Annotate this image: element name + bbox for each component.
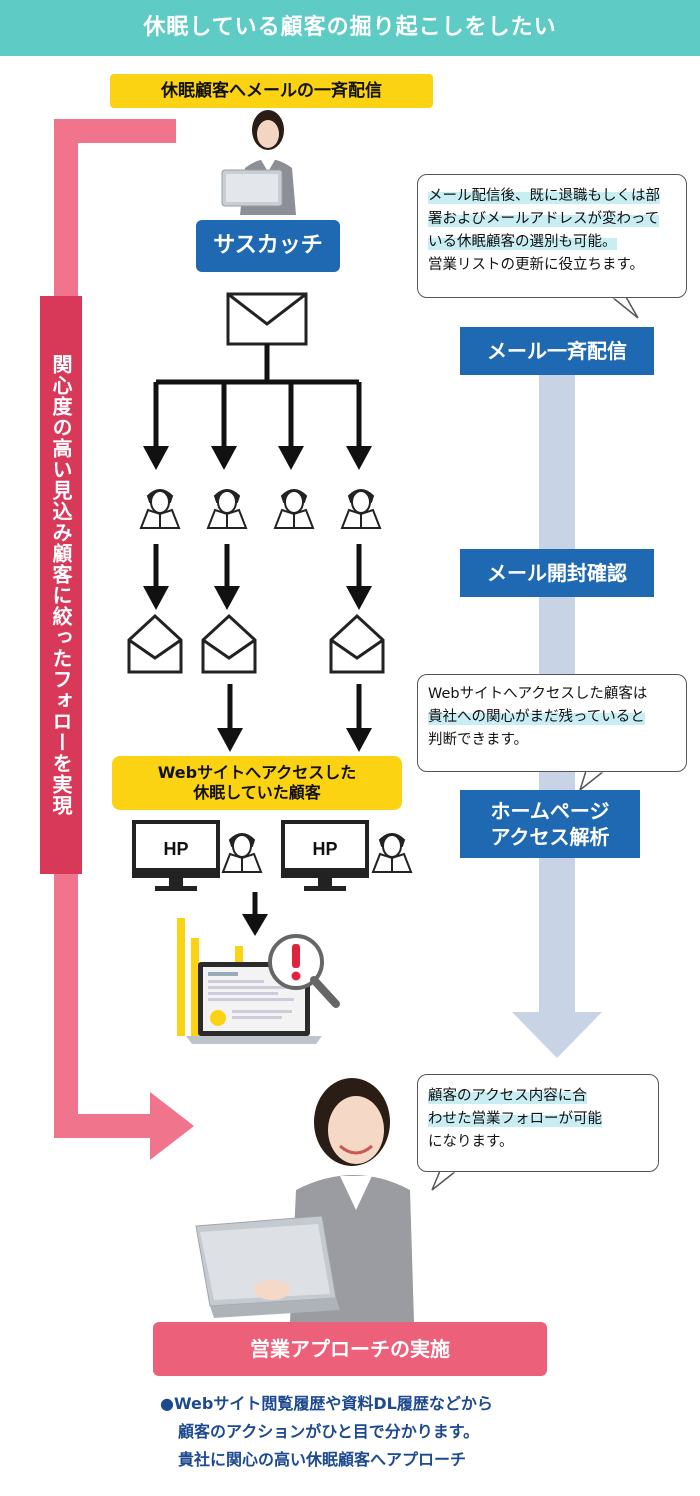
customer-icons-row <box>139 489 382 529</box>
opened-envelope-icon <box>329 613 385 674</box>
hp-monitor-left <box>132 820 220 891</box>
note2-line: 貴社への関心がまだ残っていると <box>428 709 645 725</box>
note1-line: メール配信後、既に退職もしくは部 <box>428 188 660 204</box>
web-badge-line-1: Webサイトへアクセスした <box>157 763 357 782</box>
bottom-line-2: 顧客のアクションがひと目で分かります。 <box>178 1422 480 1441</box>
side-label-bg <box>40 296 82 874</box>
visitor-icon <box>221 833 263 873</box>
opened-envelopes <box>127 613 385 674</box>
hp-monitor-right <box>281 820 369 891</box>
open-arrows <box>153 544 362 588</box>
note2-line: Webサイトへアクセスした顧客は <box>428 686 648 702</box>
sender-person-icon <box>221 110 296 215</box>
sender-badge: サスカッチ <box>196 220 340 272</box>
note3-tail <box>431 1170 459 1191</box>
bottom-line-1: ●Webサイト閲覧履歴や資料DL履歴などから <box>160 1394 493 1413</box>
note3-line: になります。 <box>428 1134 514 1150</box>
opened-envelope-icon <box>127 613 183 674</box>
bottom-line-3: 貴社に関心の高い休眠顧客へアプローチ <box>178 1450 467 1469</box>
distribution-tree <box>153 344 362 448</box>
note1-line: 営業リストの更新に役立ちます。 <box>428 257 645 273</box>
note-sales-follow: 顧客のアクセス内容に合 わせた営業フォローが可能 になります。 <box>417 1074 659 1172</box>
analytics-laptop-icon <box>177 918 340 1044</box>
customer-icon <box>273 489 315 529</box>
mail-broadcast-badge: 休眠顧客へメールの一斉配信 <box>110 74 433 108</box>
step-mail-broadcast: メール一斉配信 <box>460 327 654 375</box>
side-label: 関心度の高い見込み顧客に絞ったフォローを実現 <box>49 354 73 816</box>
customer-icon <box>206 489 248 529</box>
side-flow-arrowhead <box>150 1092 194 1160</box>
visit-arrowheads <box>217 728 372 752</box>
visitor-icons <box>221 833 413 873</box>
note-list-update: メール配信後、既に退職もしくは部 署およびメールアドレスが変わって いる休眠顧客… <box>417 174 687 298</box>
tree-arrowheads <box>143 446 372 470</box>
customer-icon <box>340 489 382 529</box>
page-title: 休眠している顧客の掘り起こしをしたい <box>143 15 557 40</box>
visitor-icon <box>371 833 413 873</box>
customer-icon <box>139 489 181 529</box>
bottom-description: ●Webサイト閲覧履歴や資料DL履歴などから 顧客のアクションがひと目で分かりま… <box>160 1390 600 1474</box>
note1-tail <box>609 296 639 319</box>
open-arrowheads <box>143 586 372 610</box>
step3-line-1: ホームページ <box>490 799 610 823</box>
note1-line: 署およびメールアドレスが変わって <box>428 211 660 227</box>
process-arrow-head <box>512 1012 602 1058</box>
saleswoman-illustration <box>195 1078 414 1322</box>
note3-line: 顧客のアクセス内容に合 <box>428 1088 587 1104</box>
note3-line: わせた営業フォローが可能 <box>428 1111 602 1127</box>
step3-line-2: アクセス解析 <box>490 825 610 849</box>
envelope-icon <box>226 292 308 346</box>
opened-envelope-icon <box>201 613 257 674</box>
analytics-arrowhead <box>242 914 268 936</box>
step-access-analysis: ホームページ アクセス解析 <box>460 790 640 858</box>
note2-line: 判断できます。 <box>428 732 529 748</box>
web-badge-line-2: 休眠していた顧客 <box>193 783 321 802</box>
step-open-check: メール開封確認 <box>460 549 654 597</box>
note1-line: いる休眠顧客の選別も可能。 <box>428 234 617 250</box>
sales-approach-badge: 営業アプローチの実施 <box>153 1322 547 1376</box>
note-interest: Webサイトへアクセスした顧客は 貴社への関心がまだ残っていると 判断できます。 <box>417 674 687 772</box>
visit-arrows <box>227 684 362 730</box>
note2-tail <box>578 770 607 793</box>
header-bar <box>0 0 700 56</box>
hp-label-left: HP <box>163 839 188 859</box>
hp-label-right: HP <box>312 839 337 859</box>
web-visitor-badge: Webサイトへアクセスした 休眠していた顧客 <box>112 756 402 810</box>
